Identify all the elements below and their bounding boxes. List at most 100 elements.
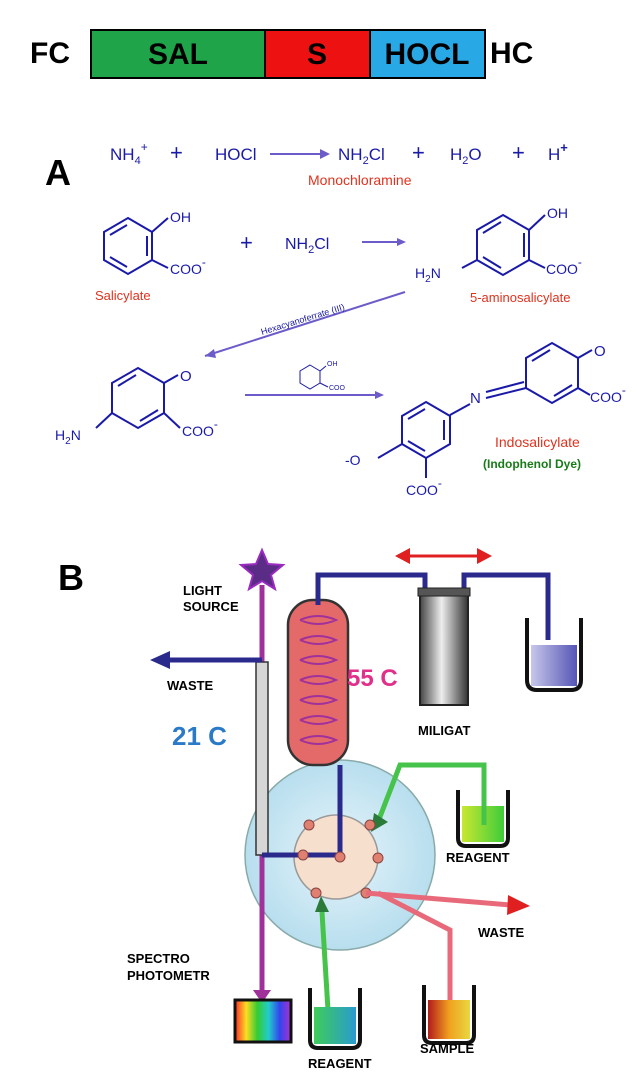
- quinone-imine-structure: O COO- H2N: [55, 366, 218, 447]
- miligat-pump: [419, 589, 469, 706]
- tube-miligat-to-reservoir: [461, 572, 551, 640]
- aminosalicylate-h2n: H2N: [415, 265, 441, 285]
- miligat-cap: [417, 587, 471, 597]
- indo-phenolate: -O: [345, 452, 361, 468]
- product-water: H2O: [450, 145, 482, 167]
- tube-coil-to-miligat: [315, 572, 428, 605]
- quinone-h2n: H2N: [55, 427, 81, 447]
- reagent-bottom-vessel: [308, 988, 362, 1050]
- plus-4: +: [240, 230, 253, 255]
- indo-nitrogen: N: [470, 390, 481, 407]
- indo-lower-coo: COO-: [406, 476, 442, 498]
- valve-port-6: [310, 887, 322, 899]
- reservoir-vessel: [525, 618, 583, 692]
- waste-right-label: WASTE: [478, 925, 525, 940]
- reagent-bottom-liquid: [314, 1007, 356, 1044]
- salicylate-oh: OH: [170, 209, 191, 225]
- aminosalicylate-coo: COO-: [546, 255, 582, 277]
- mini-salicylate: OH COO: [299, 361, 346, 392]
- aminosalicylate-name: 5-aminosalicylate: [470, 290, 570, 305]
- indophenol-dye-name: (Indophenol Dye): [483, 457, 581, 471]
- hc-label: HC: [490, 37, 533, 70]
- reagent-right-label: REAGENT: [446, 850, 510, 865]
- indosalicylate-name: Indosalicylate: [495, 434, 580, 450]
- product-monochloramine: NH2Cl: [338, 145, 385, 167]
- green-line-bottom-arrow-head: [315, 896, 329, 912]
- indosalicylate-structure: O COO- N -O COO- Indosalicylate (Indophe…: [345, 341, 626, 498]
- segment-sal-label: SAL: [148, 38, 208, 71]
- green-line-right-arrow-head: [371, 813, 388, 832]
- segment-hocl: [369, 29, 486, 79]
- fc-label: FC: [30, 37, 70, 70]
- segment-s: [264, 29, 371, 79]
- reservoir-liquid: [531, 645, 577, 686]
- miligat-label: MILIGAT: [418, 723, 471, 738]
- panel-a: A NH4+ + HOCl NH2Cl + H2O + H+ Monochlor…: [45, 140, 626, 498]
- panel-b-letter: B: [58, 557, 84, 598]
- valve-port-4: [372, 852, 384, 864]
- flow-cell: [255, 661, 269, 856]
- plus-2: +: [412, 140, 425, 165]
- quinone-coo: COO-: [182, 417, 218, 439]
- catalyst-arrow-head: [205, 349, 216, 358]
- segment-hocl-label: HOCL: [385, 38, 470, 71]
- spectro-label-line1: SPECTRO: [127, 951, 190, 966]
- indo-upper-coo: COO-: [590, 383, 626, 405]
- catalyst-arrow-line: [204, 291, 406, 357]
- heater-coil-windings: [299, 615, 339, 745]
- reaction-1: NH4+ + HOCl NH2Cl + H2O + H+ Monochloram…: [110, 140, 568, 188]
- light-source-label-line1: LIGHT: [183, 583, 222, 598]
- segment-bar: FC SAL S HOCL HC: [30, 29, 533, 79]
- temp-low-label: 21 C: [172, 721, 227, 751]
- reagent-monochloramine: NH2Cl: [285, 236, 329, 256]
- reaction-1-arrow-head: [320, 149, 330, 159]
- plus-3: +: [512, 140, 525, 165]
- segment-s-label: S: [307, 38, 327, 71]
- plus-1: +: [170, 140, 183, 165]
- sample-vessel: [422, 985, 476, 1045]
- temp-high-label: 55 C: [347, 665, 398, 692]
- sample-liquid: [428, 1000, 470, 1039]
- salicylate-name: Salicylate: [95, 288, 151, 303]
- indo-quinone-oxygen: O: [594, 343, 606, 360]
- mini-salicylate-oh: OH: [327, 361, 338, 368]
- reaction-3-arrow-head: [375, 391, 384, 399]
- panel-a-letter: A: [45, 152, 71, 193]
- aminosalicylate-structure: OH COO- H2N 5-aminosalicylate: [415, 205, 582, 305]
- salicylate-structure: OH COO- Salicylate: [95, 209, 206, 303]
- waste-left-arrow-head: [150, 651, 170, 669]
- light-source-star-icon: [238, 547, 286, 592]
- panel-b: B LIGHT SOURCE WASTE 21 C 55 C: [58, 547, 583, 1071]
- mini-salicylate-coo: COO: [329, 385, 346, 392]
- reaction-2-arrow-head: [397, 238, 406, 246]
- valve-port-3: [364, 819, 376, 831]
- reactant-hocl: HOCl: [215, 145, 257, 164]
- light-path-arrow-head: [253, 990, 271, 1003]
- waste-right-arrow-head: [507, 895, 530, 915]
- green-line-right: [375, 762, 487, 825]
- quinone-oxygen: O: [180, 368, 192, 385]
- reagent-bottom-label: REAGENT: [308, 1056, 372, 1071]
- miligat-motion-left-head: [395, 548, 410, 564]
- waste-right-line: [365, 890, 511, 908]
- monochloramine-name: Monochloramine: [308, 172, 412, 188]
- reactant-ammonium: NH4+: [110, 140, 148, 167]
- miligat-motion-right-head: [477, 548, 492, 564]
- aminosalicylate-oh: OH: [547, 205, 568, 221]
- product-proton: H+: [548, 140, 568, 164]
- green-line-bottom: [319, 911, 331, 1011]
- sample-line: [376, 890, 453, 1000]
- segment-sal: [90, 29, 266, 79]
- salicylate-coo: COO-: [170, 255, 206, 277]
- valve-port-1: [297, 849, 309, 861]
- catalyst-label: Hexacyanoferrate (III): [260, 302, 346, 337]
- spectrophotometer-box: [233, 998, 293, 1044]
- spectro-label-line2: PHOTOMETR: [127, 968, 210, 983]
- light-source-label-line2: SOURCE: [183, 599, 239, 614]
- valve-port-2: [303, 819, 315, 831]
- waste-left-label: WASTE: [167, 678, 214, 693]
- sample-label: SAMPLE: [420, 1041, 475, 1056]
- valve-center-port: [334, 851, 346, 863]
